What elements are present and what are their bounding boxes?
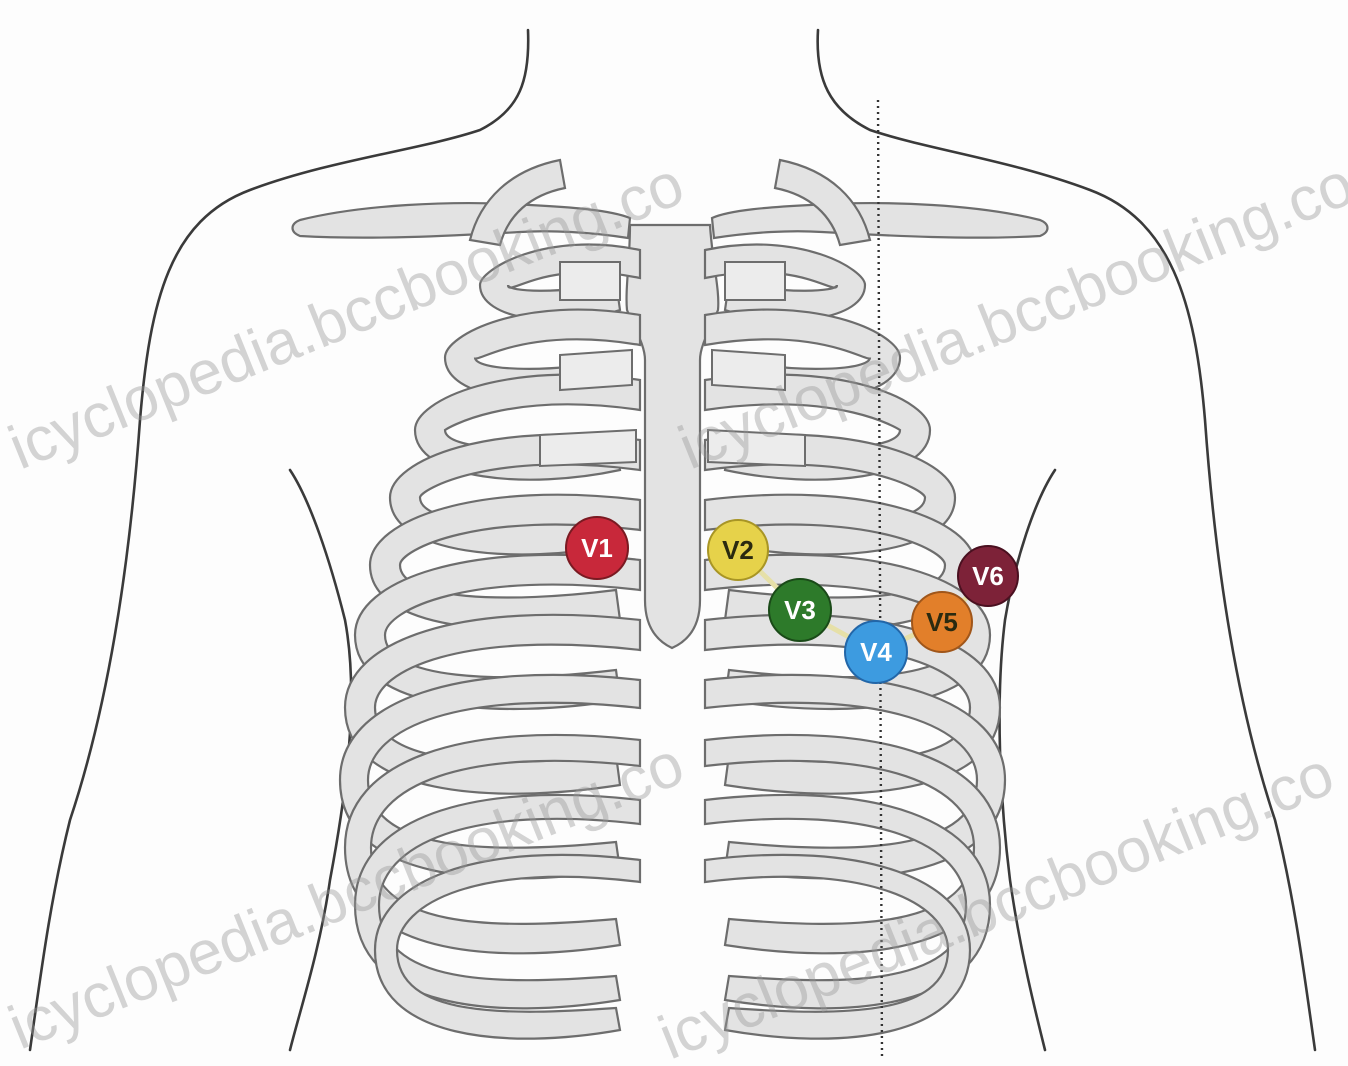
lead-v5: V5 (912, 592, 972, 652)
lead-v6: V6 (958, 546, 1018, 606)
lead-v4-label: V4 (860, 637, 892, 667)
lead-v2-label: V2 (722, 535, 754, 565)
lead-v1: V1 (566, 517, 628, 579)
lead-v2: V2 (708, 520, 768, 580)
lead-v6-label: V6 (972, 561, 1004, 591)
lead-v3: V3 (769, 579, 831, 641)
lead-v1-label: V1 (581, 533, 613, 563)
lead-v4: V4 (845, 621, 907, 683)
lead-v3-label: V3 (784, 595, 816, 625)
lead-v5-label: V5 (926, 607, 958, 637)
